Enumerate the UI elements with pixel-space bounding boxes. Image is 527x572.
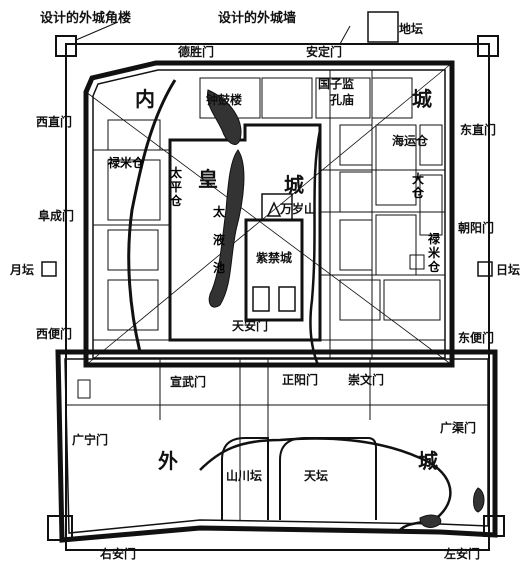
- label-taiping-cang: 太平仓: [170, 166, 183, 208]
- pond-east: [473, 487, 485, 513]
- gate-guangqumen: 广渠门: [440, 420, 476, 435]
- char-nei: 内: [135, 87, 155, 111]
- lake-taiye: [208, 149, 245, 308]
- label-heaven-altar: 天坛: [304, 468, 328, 483]
- label-lu-mi-cang-east: 禄米仓: [428, 232, 441, 274]
- forbidden-city-wall: [244, 218, 304, 322]
- gate-youanmen: 右安门: [99, 546, 136, 561]
- label-forbidden-city: 紫禁城: [256, 250, 292, 265]
- altar-mountains-rivers: [221, 437, 269, 520]
- wansui-shan-box: [261, 193, 293, 221]
- label-taiye-chi: 太液池: [213, 205, 226, 275]
- gate-zhengyangmen: 正阳门: [282, 372, 318, 387]
- char-cheng-inner: 城: [412, 87, 432, 111]
- label-earth-altar: 地坛: [399, 21, 423, 36]
- gate-guangningmen: 广宁门: [72, 432, 108, 447]
- outer-city-wall: [55, 349, 498, 543]
- lake-north: [206, 89, 242, 145]
- gate-dongzhimen: 东直门: [460, 122, 496, 137]
- label-bell-drum: 钟鼓楼: [206, 92, 242, 107]
- label-moon-altar: 月坛: [9, 262, 34, 277]
- gate-xibianmen: 西便门: [36, 326, 72, 341]
- wansui-shan-triangle: [266, 201, 282, 217]
- forbidden-city-courtyard-2: [278, 286, 296, 312]
- label-guozijian: 国子监: [318, 76, 354, 91]
- diagonal-2: [85, 62, 453, 366]
- gate-chongwenmen: 崇文门: [348, 372, 384, 387]
- pond-south: [419, 514, 442, 528]
- label-lu-mi-cang-west: 禄米仓: [108, 156, 145, 170]
- label-da-cang: 大仓: [412, 172, 425, 200]
- gate-andingmen: 安定门: [306, 44, 342, 59]
- forbidden-city-courtyard-1: [252, 286, 270, 312]
- corner-tower-ne: [477, 35, 499, 57]
- inner-city-wall-inner: [92, 69, 446, 359]
- leader-line-wall: [339, 25, 351, 45]
- char-wai: 外: [158, 449, 178, 473]
- moon-altar-box: [41, 261, 57, 277]
- char-cheng-imperial: 城: [284, 173, 304, 197]
- outer-city-river: [199, 437, 452, 531]
- diagonal-1: [85, 91, 453, 366]
- char-cheng-outer: 城: [418, 449, 438, 473]
- gate-fuchengmen: 阜成门: [38, 208, 74, 223]
- label-confucius: 孔庙: [330, 92, 354, 107]
- gate-chaoyangmen: 朝阳门: [458, 220, 494, 235]
- gate-tiananmen: 天安门: [232, 318, 268, 333]
- gate-dongbianmen: 东便门: [458, 330, 494, 345]
- west-river: [127, 79, 177, 353]
- label-wansui-shan: 万岁山: [279, 201, 316, 216]
- label-sun-altar: 日坛: [496, 262, 520, 277]
- designed-outer-wall: [65, 43, 490, 551]
- gate-deshengmen: 德胜门: [178, 44, 214, 59]
- moat-east-river: [309, 129, 322, 366]
- label-mountains-rivers-altar: 山川坛: [226, 468, 262, 483]
- gate-zuoanmen: 左安门: [443, 546, 480, 561]
- label-hai-yun-cang: 海运仓: [392, 133, 429, 148]
- street-grid: [65, 70, 488, 520]
- leader-line-tower: [75, 21, 119, 41]
- char-huang: 皇: [198, 167, 218, 191]
- outer-city-wall-inner: [64, 358, 489, 534]
- earth-altar-box: [367, 11, 399, 43]
- legend-outer-wall: 设计的外城墙: [218, 10, 296, 26]
- sun-altar-box: [477, 261, 493, 277]
- legend-corner-tower: 设计的外城角楼: [40, 10, 131, 26]
- gate-xuanwumen: 宣武门: [170, 374, 206, 389]
- corner-tower-nw: [55, 35, 77, 57]
- gate-xizhimen: 西直门: [36, 114, 72, 129]
